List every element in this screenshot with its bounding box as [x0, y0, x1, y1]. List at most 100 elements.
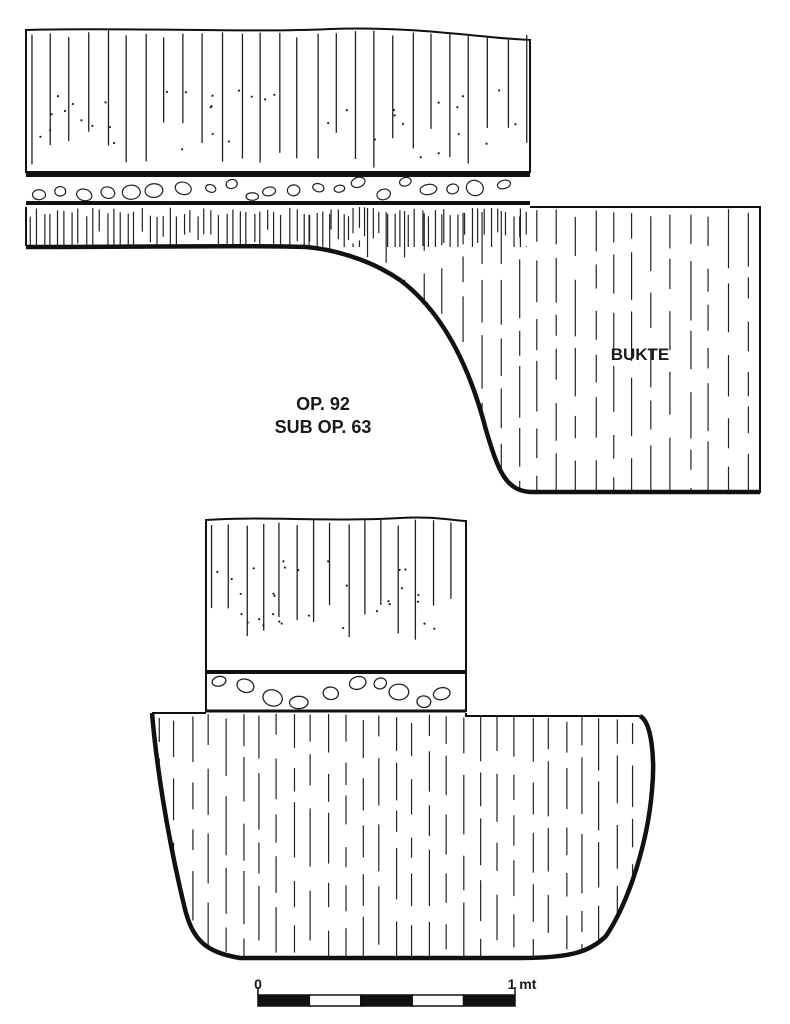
top-upper-layer-surface — [25, 27, 531, 173]
sediment-dot — [246, 621, 249, 624]
sediment-dot — [437, 101, 440, 104]
sediment-dot — [39, 135, 42, 138]
sediment-dot — [108, 125, 111, 129]
sediment-dot — [419, 156, 422, 159]
sediment-dot — [211, 132, 214, 136]
top-upper-hatch — [31, 30, 528, 168]
gravel-stone — [333, 184, 346, 193]
sediment-dot — [282, 560, 285, 563]
gravel-stone — [312, 182, 325, 193]
sediment-dot — [345, 108, 348, 112]
bottom-fill-hatch — [158, 713, 634, 958]
gravel-stone — [398, 176, 412, 187]
bottom-fill-top-edge — [152, 712, 640, 717]
sediment-dot — [262, 624, 265, 627]
sediment-dot — [184, 91, 188, 94]
gravel-stone — [373, 677, 388, 690]
gravel-stone — [76, 188, 93, 202]
sediment-dot — [272, 592, 275, 595]
sediment-dot — [56, 95, 60, 98]
sediment-dot — [307, 614, 311, 617]
gravel-stone — [286, 184, 301, 197]
bottom-upper-hatch — [210, 518, 452, 640]
bottom-gravel-layer — [211, 675, 451, 710]
sediment-dot — [417, 593, 420, 597]
sediment-dot — [280, 622, 283, 625]
sub-operation-label: SUB OP. 63 — [275, 417, 372, 437]
sediment-dot — [71, 102, 74, 106]
scale-segment — [411, 994, 465, 1007]
gravel-stone — [322, 686, 340, 701]
sediment-dot — [181, 148, 184, 151]
sediment-dot — [373, 138, 377, 141]
sediment-dot — [433, 627, 436, 630]
sediment-dot — [216, 570, 219, 573]
sediment-dot — [230, 577, 233, 581]
gravel-stone — [432, 686, 451, 701]
sediment-dot — [104, 101, 107, 104]
gravel-stone — [121, 184, 141, 200]
sediment-dot — [252, 567, 255, 570]
sediment-dot — [211, 94, 214, 97]
gravel-stone — [100, 186, 116, 200]
sediment-dot — [283, 566, 287, 569]
gravel-stone — [236, 678, 255, 694]
sediment-dot — [240, 613, 243, 616]
sediment-dot — [400, 587, 404, 590]
sediment-dot — [239, 592, 242, 596]
scale-segment — [257, 994, 311, 1007]
sediment-dot — [264, 98, 267, 101]
top-section: BUKTE OP. 92 SUB OP. 63 — [25, 27, 761, 495]
bottom-upper-dots — [216, 560, 436, 630]
gravel-stone — [419, 183, 438, 196]
sediment-dot — [327, 560, 330, 563]
sediment-dot — [514, 123, 517, 126]
gravel-stone — [31, 189, 47, 201]
sediment-dot — [387, 600, 390, 603]
scale-bar-segments — [257, 987, 516, 1007]
scale-bar: 0 1 mt — [254, 976, 537, 1007]
sediment-dot — [393, 114, 396, 117]
gravel-stone — [446, 183, 460, 195]
scale-segment — [462, 994, 516, 1007]
gravel-stone — [350, 176, 366, 189]
sediment-dot — [457, 132, 460, 136]
sediment-dot — [258, 617, 261, 621]
gravel-stone — [205, 183, 217, 193]
bukte-label: BUKTE — [611, 345, 670, 364]
gravel-stone — [288, 695, 309, 710]
sediment-dot — [80, 119, 83, 122]
sediment-dot — [398, 568, 401, 572]
bukte-hatch — [308, 207, 749, 492]
sediment-dot — [392, 108, 395, 112]
sediment-dot — [461, 95, 465, 98]
sediment-dot — [327, 121, 330, 125]
sediment-dot — [437, 152, 440, 155]
bottom-fill-cut-line — [149, 712, 656, 961]
sediment-dot — [273, 93, 276, 96]
sediment-dot — [297, 569, 300, 572]
sediment-dot — [342, 626, 345, 630]
gravel-stone — [245, 192, 260, 201]
sediment-dot — [404, 568, 407, 571]
sediment-dot — [165, 90, 169, 93]
sediment-dot — [345, 584, 348, 587]
gravel-stone — [465, 179, 484, 197]
bottom-upper-fill-layer — [205, 516, 467, 672]
gravel-stone — [348, 675, 367, 691]
sediment-dot — [237, 89, 241, 92]
sediment-dot — [273, 594, 276, 597]
sediment-dot — [63, 109, 67, 113]
gravel-stone — [388, 683, 410, 701]
bottom-fill-layer — [149, 712, 656, 961]
sediment-dot — [388, 602, 391, 606]
sediment-dot — [91, 124, 94, 127]
bukte-cut-line — [25, 243, 760, 495]
gravel-stone — [225, 178, 238, 190]
top-vertical-layer — [25, 207, 527, 247]
top-upper-fill-layer — [25, 27, 531, 173]
scale-start-label: 0 — [254, 976, 262, 992]
sediment-dot — [416, 600, 420, 603]
sediment-dot — [227, 140, 231, 143]
gravel-stone — [376, 188, 391, 201]
